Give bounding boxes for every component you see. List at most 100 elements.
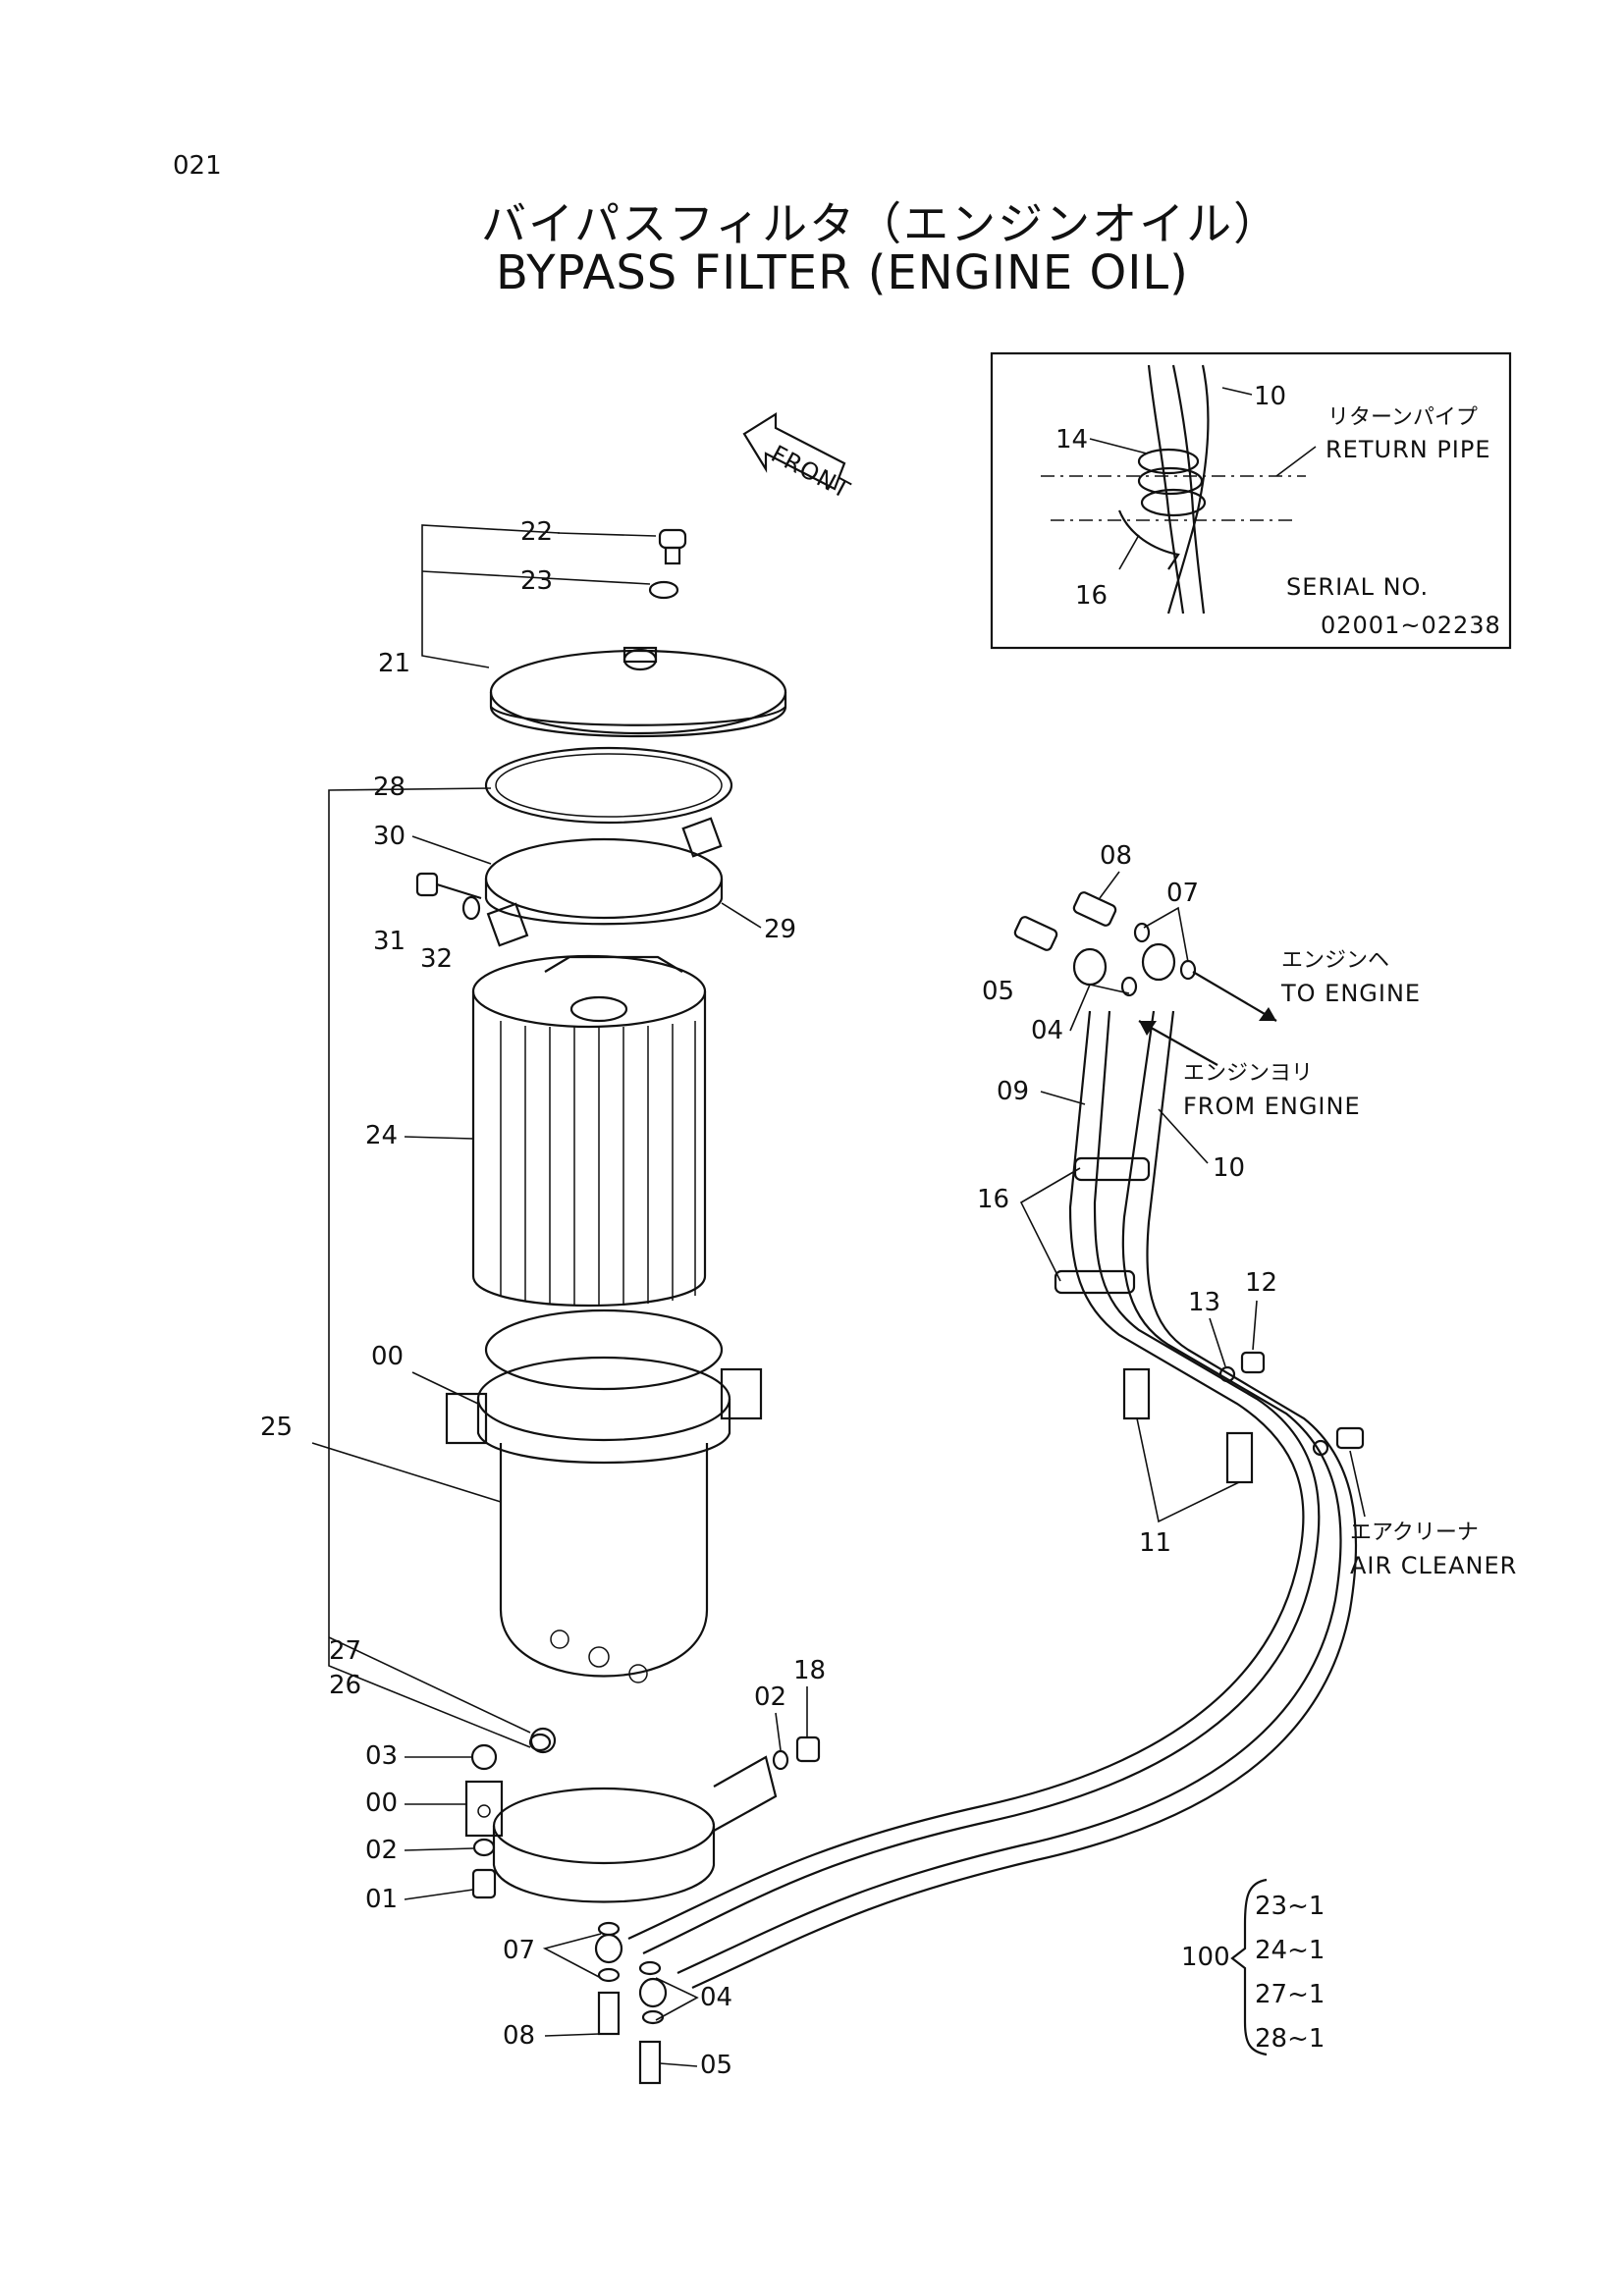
label-27: 27 [329,1636,361,1666]
clamp-11-right [1225,1431,1254,1484]
air-cleaner-bolt [1335,1426,1365,1450]
label-23: 23 [520,566,553,596]
washer-23 [648,580,679,600]
label-29: 29 [764,915,796,944]
case-bracket-right [720,1367,763,1420]
page-number: 021 [173,151,222,181]
label-02-right: 02 [754,1682,786,1712]
band-clamp-30 [484,817,724,947]
nut-26 [529,1727,557,1754]
label-11: 11 [1139,1528,1171,1558]
bracket-21-group [421,524,561,668]
label-28: 28 [373,773,406,802]
kit-contents: 100 23~1 24~1 27~1 28~1 [1181,1878,1325,2056]
label-02: 02 [365,1836,398,1865]
label-16: 16 [977,1185,1009,1214]
inset-label-10: 10 [1254,382,1286,411]
label-07-bottom: 07 [503,1936,535,1965]
filter-case-25 [445,1356,763,1683]
label-04-bottom: 04 [700,1983,732,2012]
banjo-right [1141,942,1176,982]
label-13: 13 [1188,1288,1220,1317]
clamp-11-left [1122,1367,1151,1420]
from-engine-arrow [1138,1020,1218,1066]
to-engine-arrow [1192,971,1277,1022]
hoses [627,1010,1358,1989]
front-arrow: FRONT [742,412,855,505]
label-04-top: 04 [1031,1016,1063,1045]
inset-label-16: 16 [1075,581,1108,611]
bolt-05-bottom [638,2040,662,2085]
label-18: 18 [793,1656,826,1685]
label-12: 12 [1245,1268,1277,1298]
seal-27 [528,1733,552,1752]
case-bracket-left [445,1392,488,1445]
bolt-05-top [1013,916,1058,951]
filter-element-24 [471,954,707,1308]
from-engine-en: FROM ENGINE [1183,1093,1361,1120]
bolt-08-top [1072,891,1117,927]
label-24: 24 [365,1121,398,1150]
air-cleaner-jp: エアクリーナ [1350,1521,1479,1545]
label-08-bottom: 08 [503,2021,535,2051]
label-32: 32 [420,944,453,974]
kit-item-2: 24~1 [1255,1936,1325,1965]
label-00-lower: 00 [365,1789,398,1818]
nut-03 [470,1743,498,1771]
label-08-top: 08 [1100,841,1132,871]
serial-range: 02001~02238 [1321,612,1501,639]
label-03: 03 [365,1741,398,1771]
bolt-22 [658,528,687,565]
bolt-31 [415,872,482,900]
label-22: 22 [520,517,553,547]
return-pipe-en: RETURN PIPE [1325,436,1491,463]
banjo-left [1072,947,1108,987]
kit-item-1: 23~1 [1255,1892,1325,1921]
bolt-08-bottom [597,1991,621,2036]
to-engine-en: TO ENGINE [1280,980,1421,1007]
kit-brace [1230,1878,1268,2056]
hose-clamps [1054,1156,1365,1484]
label-05-top: 05 [982,977,1014,1006]
label-05-bottom: 05 [700,2051,732,2080]
kit-item-4: 28~1 [1255,2024,1325,2054]
case-o-ring [484,1308,724,1391]
o-ring-28 [484,746,733,825]
return-pipe-jp: リターンパイプ [1327,405,1478,430]
washer-13 [1218,1365,1236,1383]
label-09: 09 [997,1077,1029,1106]
inset-clamp-1 [1137,448,1200,475]
serial-label: SERIAL NO. [1286,573,1429,601]
washer-02-right [772,1749,789,1771]
label-10: 10 [1213,1153,1245,1183]
engine-fittings [1013,891,1277,1066]
washer-32 [461,895,481,921]
inset-frame [990,351,1512,650]
label-25: 25 [260,1413,293,1442]
front-label: FRONT [767,440,855,505]
label-21: 21 [378,649,410,678]
label-07-top: 07 [1166,879,1199,908]
to-engine-jp: エンジンヘ [1281,948,1389,973]
label-31: 31 [373,927,406,956]
label-01: 01 [365,1885,398,1914]
bottom-fittings [594,1921,668,2085]
air-cleaner-washer [1312,1439,1329,1457]
cover-21 [489,646,787,738]
bracket-tab [464,1780,504,1838]
inset-detail: 10 14 16 リターンパイプ RETURN PIPE SERIAL NO. … [990,351,1512,650]
clamp-16-lower [1054,1269,1136,1295]
inset-pipe-b [1171,364,1206,614]
from-engine-jp: エンジンヨリ [1183,1061,1313,1086]
inset-band [1117,509,1180,570]
bracket-25-group [328,787,531,1748]
bolt-01 [471,1868,497,1899]
bolt-12 [1240,1351,1266,1374]
kit-number: 100 [1181,1943,1230,1972]
clamp-16-upper [1073,1156,1151,1182]
kit-item-3: 27~1 [1255,1980,1325,2009]
mounting-bracket [464,1755,778,1903]
inset-clamp-2 [1137,466,1204,496]
